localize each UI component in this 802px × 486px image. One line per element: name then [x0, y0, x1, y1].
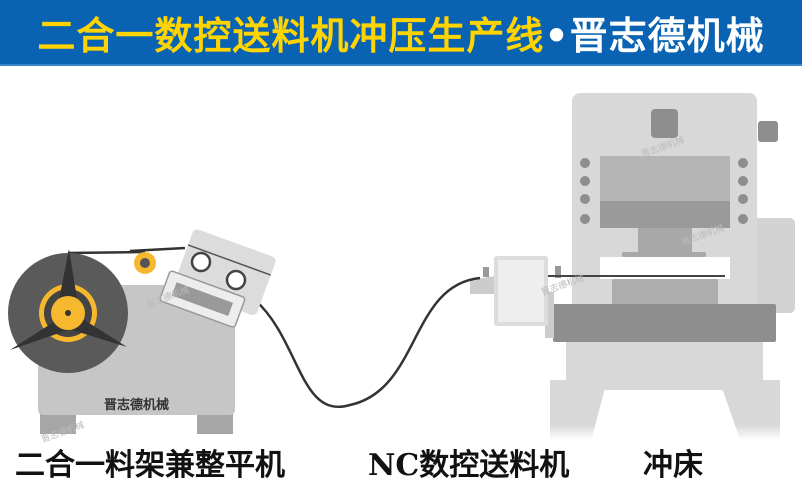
uncoiler-straightener-label: 二合一料架兼整平机	[15, 448, 285, 483]
machine-brand-label: 晋志德机械	[104, 398, 170, 413]
press-label: 冲床	[643, 448, 703, 483]
nc-feeder-label: NC数控送料机	[368, 448, 570, 483]
nc-feeder-machine	[470, 256, 570, 338]
press-machine	[548, 93, 795, 445]
title-brand: 晋志德机械	[569, 13, 765, 58]
press-bolt-icons	[580, 158, 748, 224]
uncoiler-straightener-machine	[8, 229, 276, 434]
header-banner: 二合一数控送料机冲压生产线•晋志德机械	[0, 0, 802, 66]
straightener-head	[159, 229, 276, 328]
material-strip-loop	[129, 246, 481, 409]
title-separator: •	[544, 13, 570, 58]
title-main: 二合一数控送料机冲压生产线	[37, 13, 545, 58]
page-title: 二合一数控送料机冲压生产线•晋志德机械	[37, 5, 764, 60]
straightener-roller-icons	[190, 251, 247, 291]
